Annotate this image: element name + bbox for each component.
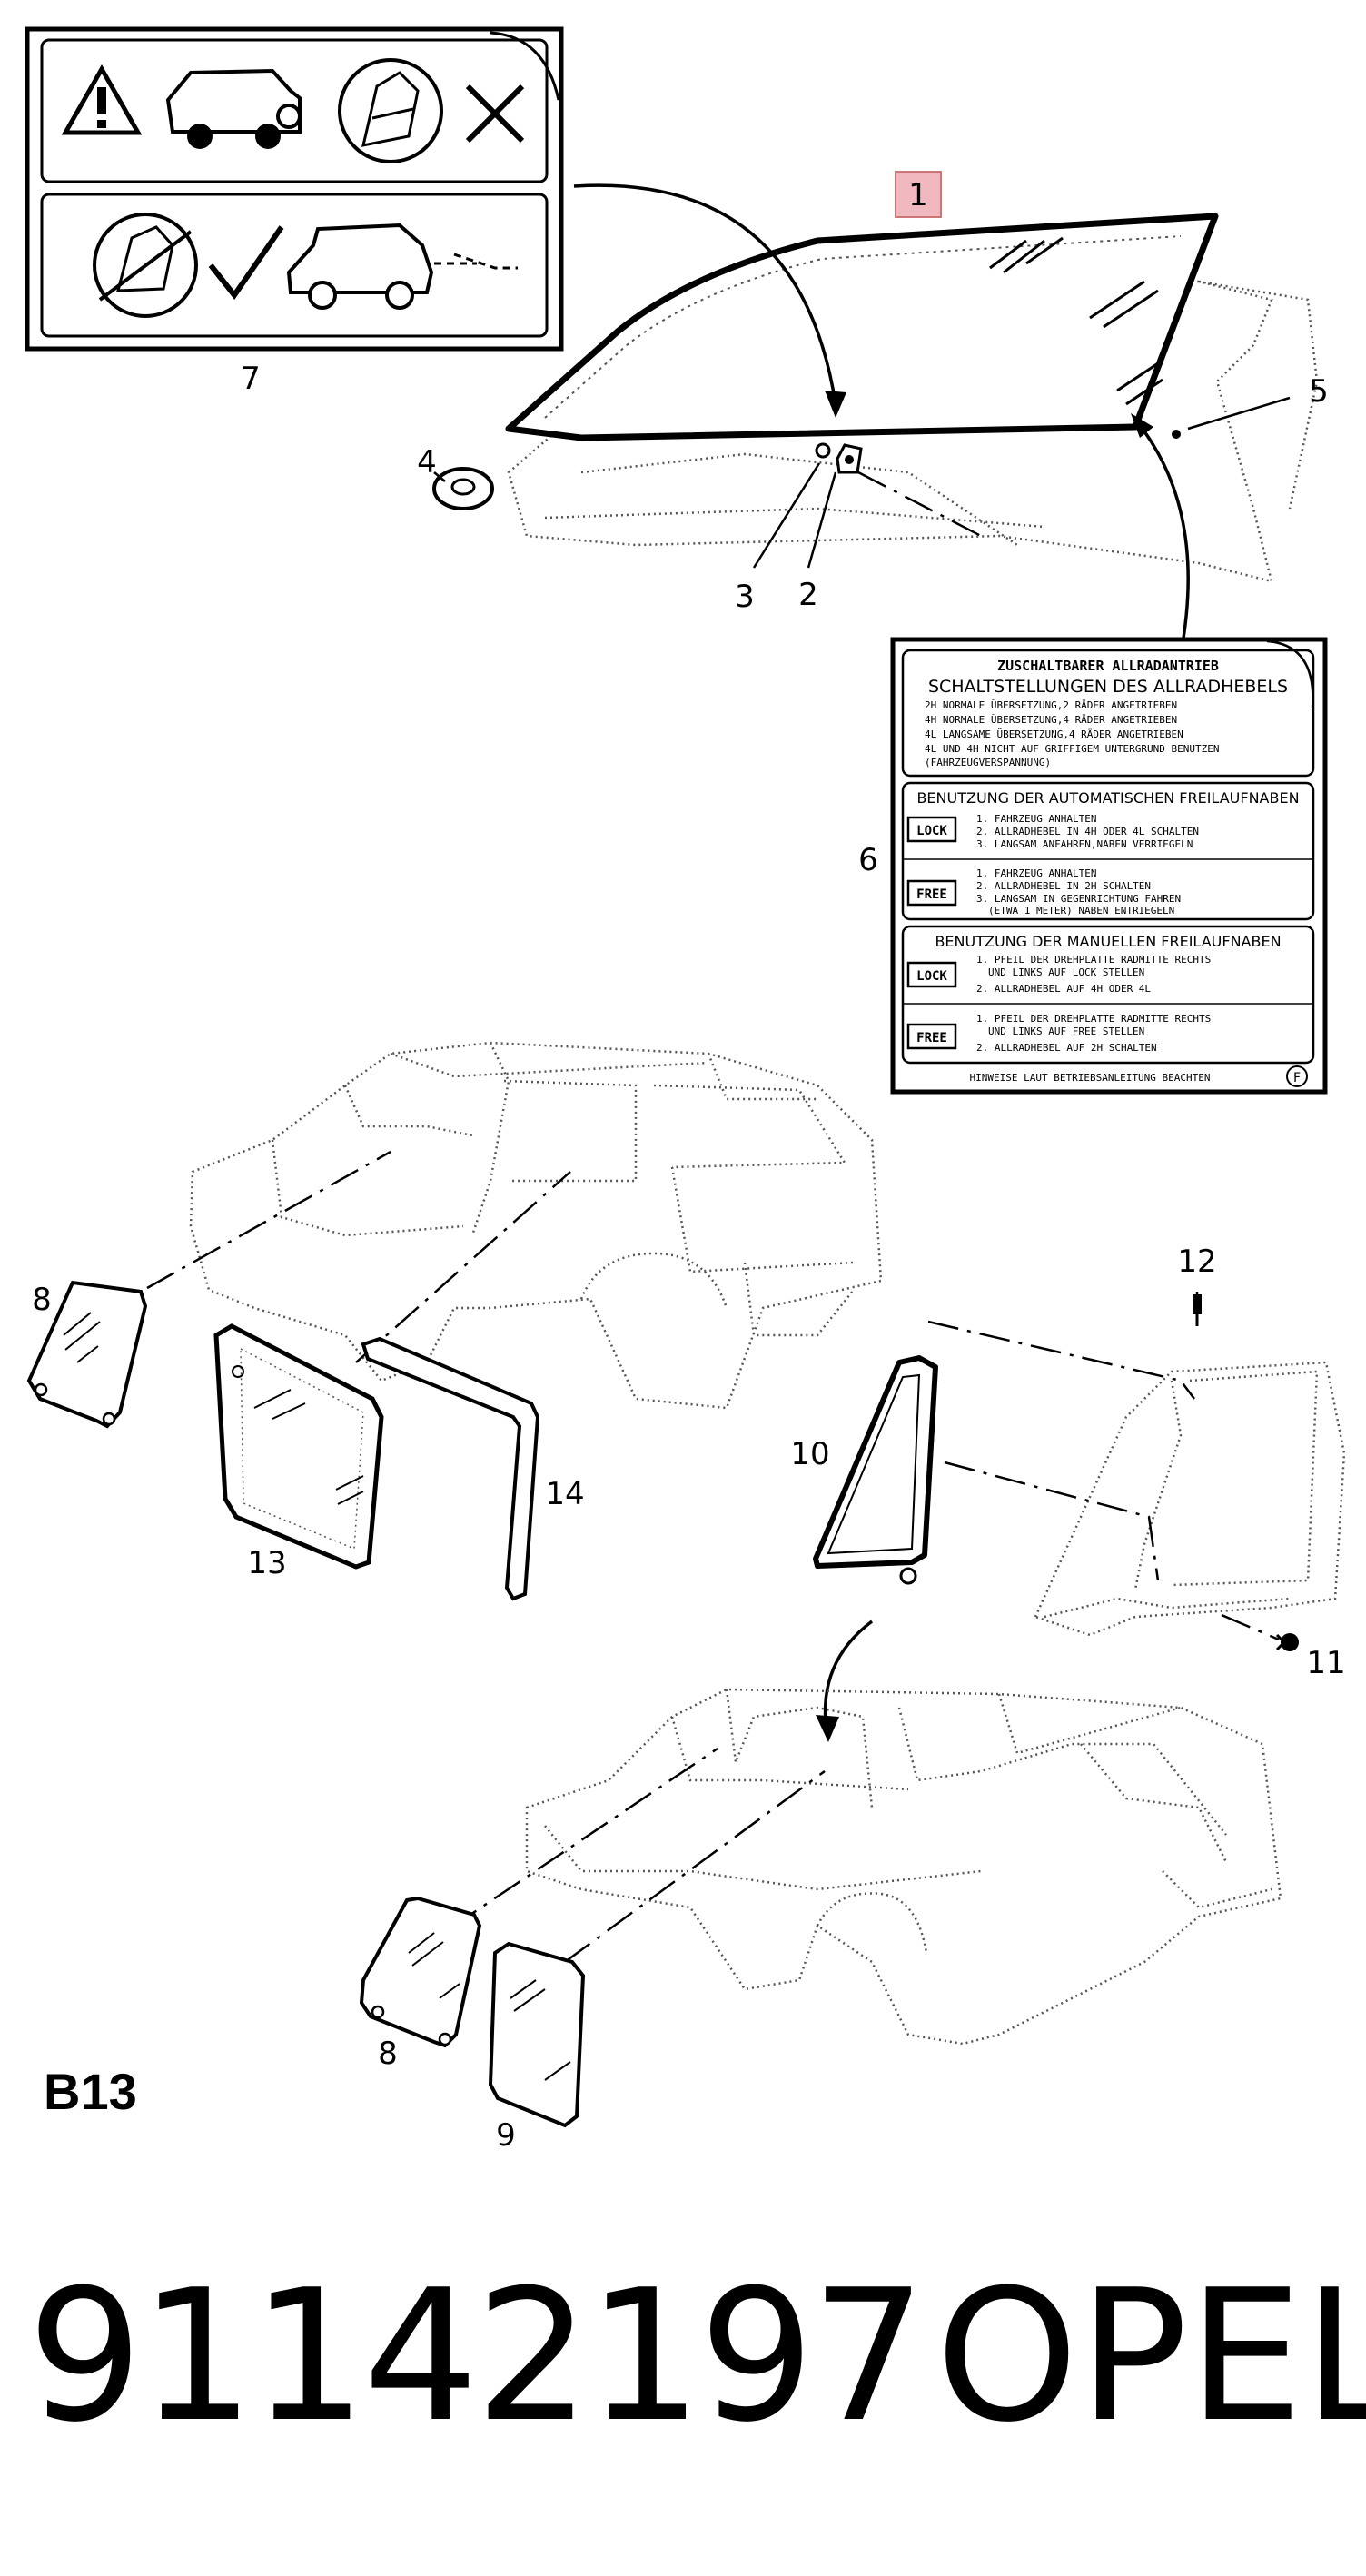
clip-part-11 [1275,1633,1299,1651]
label6-auto-free-badge: FREE [916,887,947,902]
label6-manual-free-3: 2. ALLRADHEBEL AUF 2H SCHALTEN [976,1042,1157,1054]
towed-vehicle-icon [165,68,302,149]
part-number: 91142197 [27,2251,926,2462]
label6-auto-free-4: (ETWA 1 METER) NABEN ENTRIEGELN [988,905,1174,916]
callouts: 1 2 3 4 5 6 7 8 13 14 10 12 11 8 9 [32,177,1345,2154]
instruction-label-6: ZUSCHALTBARER ALLRADANTRIEB SCHALTSTELLU… [890,637,1328,1095]
label6-auto-free-1: 1. FAHRZEUG ANHALTEN [976,867,1096,879]
label6-auto-free-3: 3. LANGSAM IN GEGENRICHTUNG FAHREN [976,893,1181,905]
callout-8-upper: 8 [32,1282,52,1318]
quarter-glass-part-8-upper [26,1280,148,1429]
label6-manual-lock-3: 2. ALLRADHEBEL AUF 4H ODER 4L [976,983,1151,995]
label6-auto-lock-3: 3. LANGSAM ANFAHREN,NABEN VERRIEGELN [976,838,1193,850]
label6-subtitle: SCHALTSTELLUNGEN DES ALLRADHEBELS [928,677,1288,697]
label6-manual-lock-badge: LOCK [916,969,947,984]
check-mark-icon [208,225,284,301]
label6-corner-mark: F [1293,1071,1301,1085]
label6-auto-heading: BENUTZUNG DER AUTOMATISCHEN FREILAUFNABE… [916,789,1299,807]
label6-manual-lock-1: 1. PFEIL DER DREHPLATTE RADMITTE RECHTS [976,954,1211,966]
label6-mode-3: 4L LANGSAME ÜBERSETZUNG,4 RÄDER ANGETRIE… [925,728,1183,740]
quarter-glass-part-8-lower [359,1896,482,2048]
windshield-part-1 [505,213,1319,583]
label6-title: ZUSCHALTBARER ALLRADANTRIEB [997,658,1219,674]
label6-mode-5: (FAHRZEUGVERSPANNUNG) [925,757,1051,768]
label6-mode-2: 4H NORMALE ÜBERSETZUNG,4 RÄDER ANGETRIEB… [925,714,1177,726]
callout-6: 6 [858,842,878,878]
callout-2: 2 [798,577,818,613]
label6-manual-free-1: 1. PFEIL DER DREHPLATTE RADMITTE RECHTS [976,1013,1211,1025]
rear-body-corner [1034,1361,1346,1637]
arrow-vent-to-body [823,1620,874,1731]
door-glass-part-9 [488,1941,586,2128]
five-door-body [525,1688,1282,2046]
label6-manual-free-badge: FREE [916,1031,947,1045]
bracket-part-2 [836,443,863,474]
shift-lever-icon [338,58,443,163]
window-seal-part-14 [361,1336,540,1601]
callout-1-highlight [895,171,942,218]
shift-lever-neutral-icon [93,213,198,318]
side-window-part-13 [213,1323,384,1570]
label6-manual-lock-2: UND LINKS AUF LOCK STELLEN [988,966,1144,978]
screw-part-12 [1193,1294,1202,1326]
callout-5: 5 [1309,373,1329,410]
warning-label-7 [25,26,564,352]
callout-8-lower: 8 [378,2036,398,2072]
label6-auto-lock-badge: LOCK [916,824,947,838]
label6-mode-4: 4L UND 4H NICHT AUF GRIFFIGEM UNTERGRUND… [925,743,1220,755]
label6-auto-free-2: 2. ALLRADHEBEL IN 2H SCHALTEN [976,880,1151,892]
arrow-label6-to-windshield [1133,418,1190,655]
callout-11: 11 [1306,1645,1345,1681]
callout-7: 7 [241,361,261,397]
brand-name: OPEL [935,2251,1366,2462]
vent-window-part-10 [813,1355,938,1585]
label6-auto-lock-2: 2. ALLRADHEBEL IN 4H ODER 4L SCHALTEN [976,826,1199,837]
warning-triangle-icon [61,64,143,135]
callout-14: 14 [545,1476,584,1512]
towing-vehicle-icon [286,223,518,310]
fastener-part-3 [815,442,831,459]
label6-mode-1: 2H NORMALE ÜBERSETZUNG,2 RÄDER ANGETRIEB… [925,699,1177,711]
washer-part-4 [432,467,494,510]
callout-3: 3 [735,579,755,615]
label6-auto-lock-1: 1. FAHRZEUG ANHALTEN [976,813,1096,825]
callout-12: 12 [1177,1243,1216,1280]
callout-1: 1 [908,177,928,213]
callout-13: 13 [247,1545,286,1581]
label6-footer: HINWEISE LAUT BETRIEBSANLEITUNG BEACHTEN [970,1072,1211,1084]
label6-manual-heading: BENUTZUNG DER MANUELLEN FREILAUFNABEN [935,933,1281,950]
clip-part-5 [1172,430,1181,439]
label6-manual-free-2: UND LINKS AUF FREE STELLEN [988,1025,1144,1037]
three-door-body [189,1041,883,1410]
callout-10: 10 [790,1436,829,1472]
section-code: B13 [44,2063,137,2120]
callout-4: 4 [417,444,437,481]
prohibited-x-icon [465,84,525,144]
arrow-label7-to-windshield [573,183,837,405]
callout-9: 9 [496,2117,516,2154]
